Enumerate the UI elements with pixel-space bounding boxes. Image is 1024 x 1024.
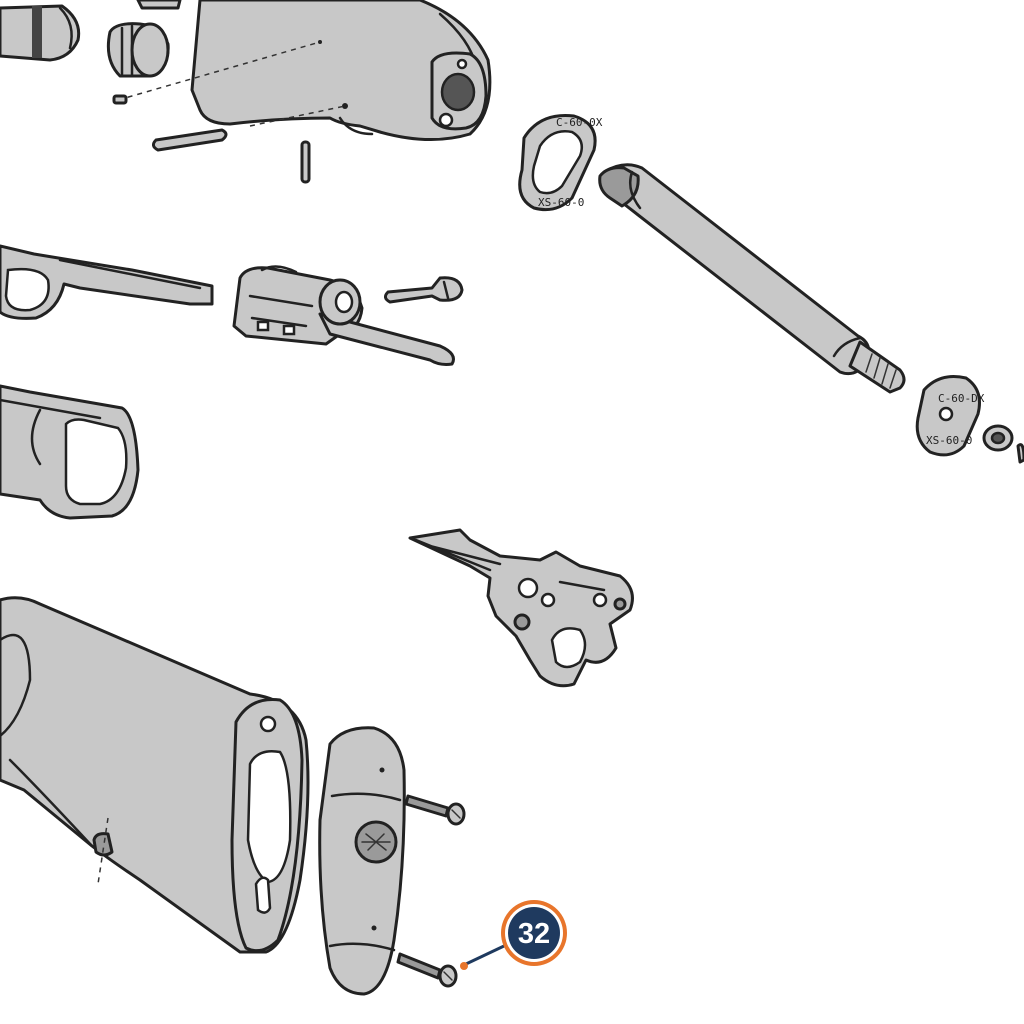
assembly-line-stock-bolt xyxy=(97,817,109,885)
gasket-marking-top: C-60-0X xyxy=(556,116,603,129)
magazine-tube xyxy=(598,163,906,394)
callout-number: 32 xyxy=(518,918,550,950)
trigger-group xyxy=(408,528,634,688)
bolt-assembly xyxy=(232,265,455,366)
barrel-end xyxy=(0,4,81,62)
assembly-line-pin xyxy=(249,105,346,127)
firing-pin xyxy=(383,276,464,304)
part-edge-right xyxy=(1016,443,1024,464)
forend xyxy=(0,384,140,520)
long-pin xyxy=(151,128,228,152)
magazine-cap xyxy=(106,22,170,78)
action-bar xyxy=(0,244,214,320)
part-sliver-top xyxy=(136,0,182,10)
receiver xyxy=(190,0,492,141)
plate-marking-top: C-60-DX xyxy=(938,392,985,405)
gasket-marking-bottom: XS-60-0 xyxy=(538,196,584,209)
recoil-pad-screw-lower xyxy=(396,952,458,988)
callout-leader-line xyxy=(465,944,505,966)
magazine-plate: C-60-DX XS-60-0 xyxy=(915,375,985,457)
callout-32[interactable]: 32 xyxy=(460,900,567,970)
callout-leader-dot xyxy=(460,962,468,970)
barrel-gasket: C-60-0X XS-60-0 xyxy=(518,113,603,212)
recoil-pad xyxy=(318,726,406,996)
buttstock xyxy=(0,596,310,954)
washer xyxy=(982,424,1014,452)
small-pin-left xyxy=(112,94,128,105)
plate-marking-bottom: XS-60-0 xyxy=(926,434,972,447)
vertical-pin xyxy=(300,140,311,184)
recoil-pad-screw-upper xyxy=(404,794,466,826)
callout-badge xyxy=(508,907,560,959)
